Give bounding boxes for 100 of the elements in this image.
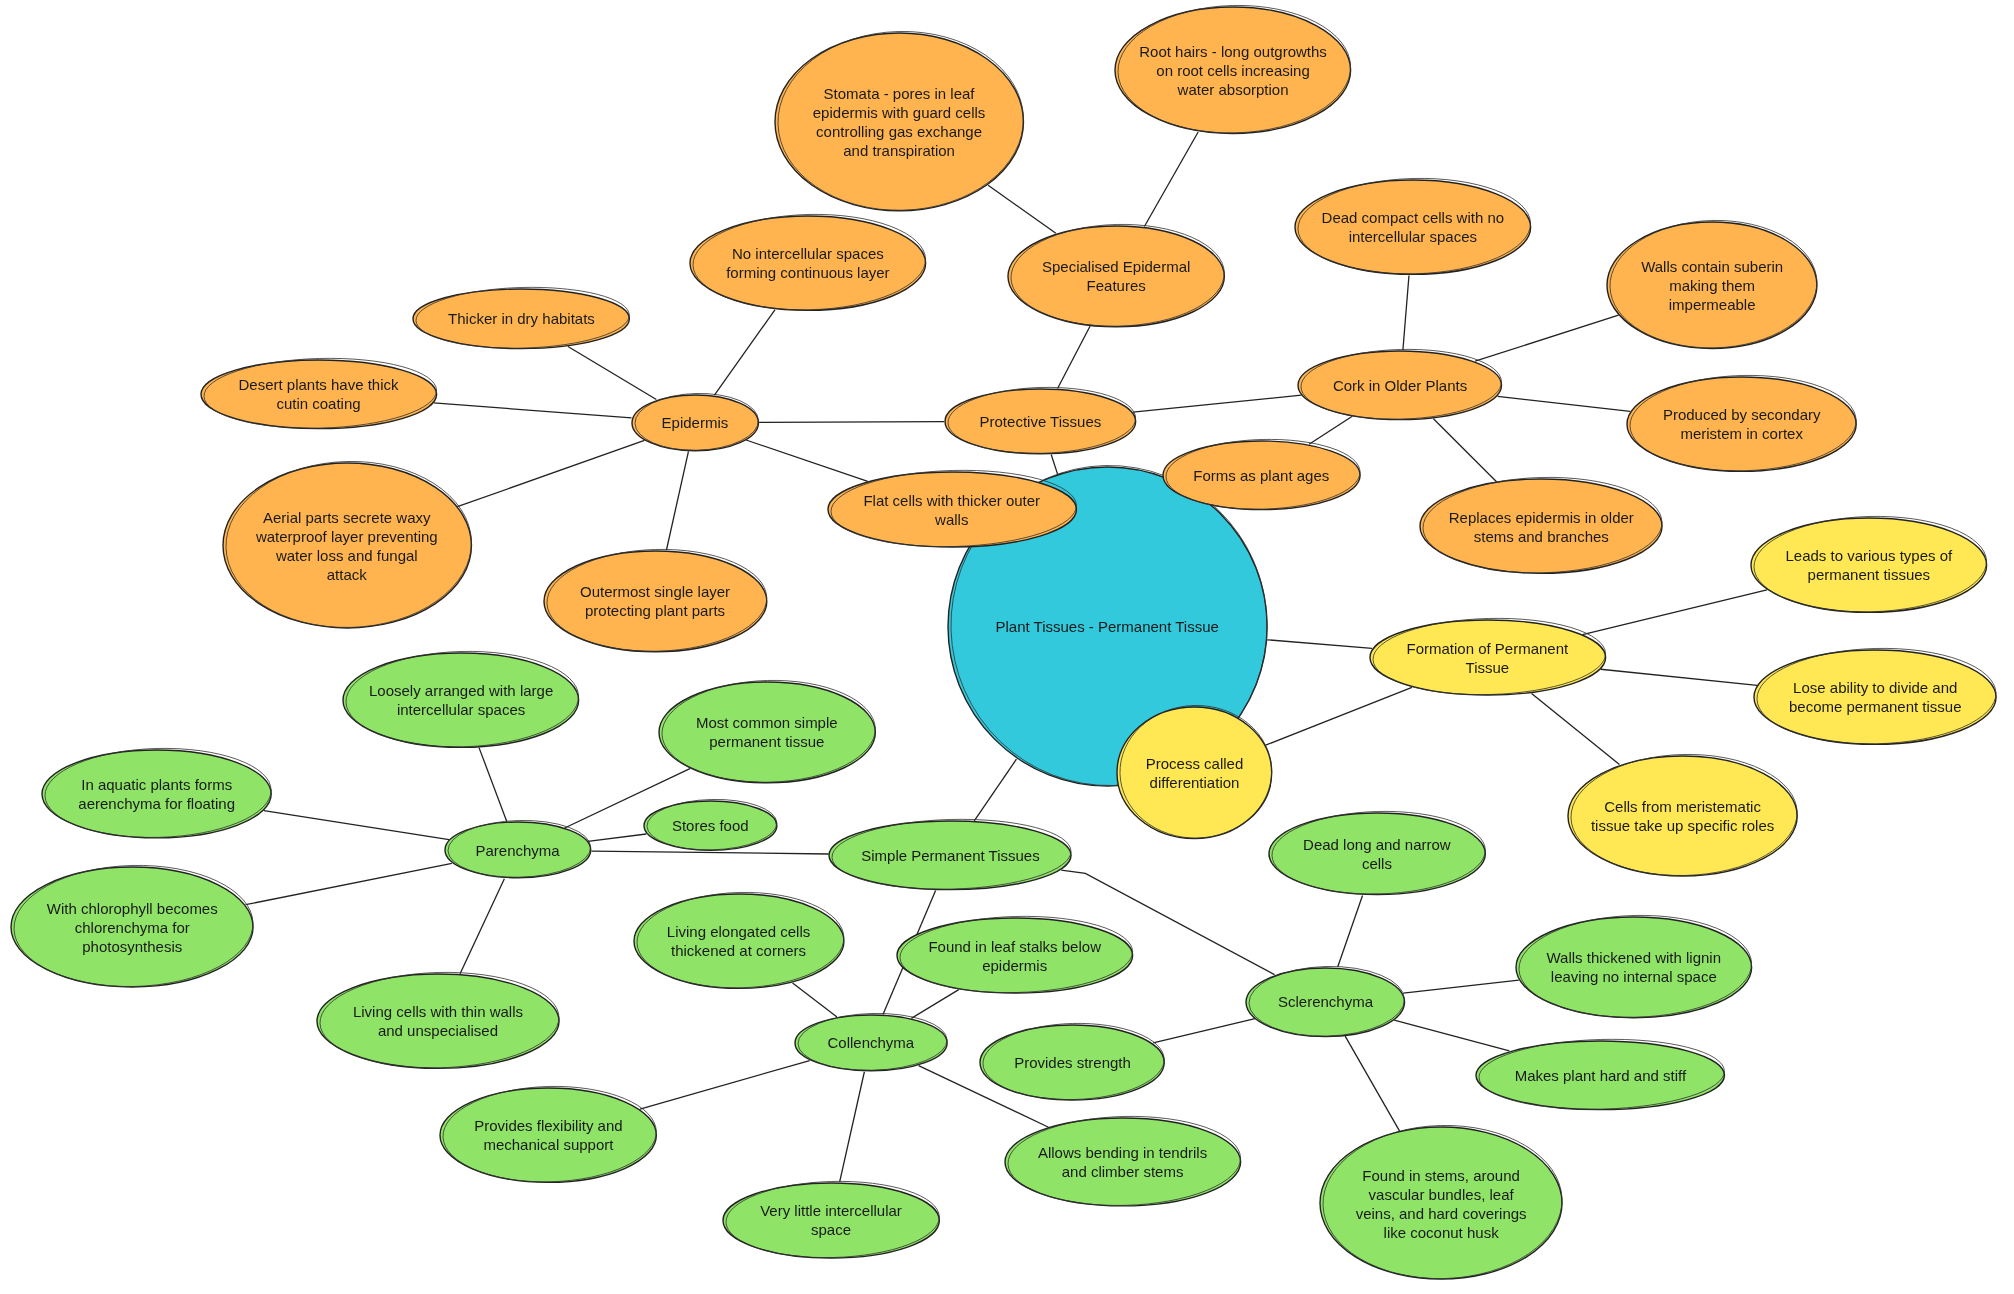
bubble-label: In aquatic plants forms aerenchyma for floating	[77, 774, 237, 813]
connector-line	[1497, 395, 1631, 412]
bubble-label: Leads to various types of permanent tissues	[1784, 546, 1954, 585]
bubble-label: Sclerenchyma	[1278, 992, 1374, 1012]
topic-bubble	[1515, 915, 1753, 1019]
bubble-label: Parenchyma	[475, 840, 560, 860]
bubble-label: Process called differentiation	[1144, 754, 1245, 793]
topic-bubble	[828, 820, 1073, 891]
topic-bubble	[1606, 220, 1819, 350]
bubble-label: Aerial parts secrete waxy waterproof layer preventing water loss and fungal attack	[254, 507, 439, 584]
bubble-label: Makes plant hard and stiff	[1514, 1065, 1687, 1085]
topic-bubble	[1475, 1039, 1726, 1111]
topic-bubble	[642, 800, 778, 852]
bubble-label: Epidermis	[661, 413, 729, 433]
bubble-label: Thicker in dry habitats	[448, 309, 595, 328]
connector-line	[839, 1071, 866, 1183]
connector-line	[791, 982, 838, 1018]
topic-bubble	[944, 387, 1137, 455]
bubble-label: Very little intercellular space	[759, 1201, 903, 1240]
bubble-label: Living elongated cells thickened at corners	[665, 922, 812, 961]
topic-bubble	[1567, 754, 1799, 877]
bubble-label: Cork in Older Plants	[1332, 375, 1468, 395]
topic-bubble	[315, 972, 560, 1070]
topic-bubble	[632, 893, 845, 990]
bubble-label: Plant Tissues - Permanent Tissue	[995, 617, 1219, 637]
bubble-label: Simple Permanent Tissues	[861, 845, 1040, 865]
bubble-label: Root hairs - long outgrowths on root cells increasing water absorption	[1138, 42, 1328, 100]
topic-bubble	[895, 917, 1134, 995]
connector-line	[478, 747, 508, 823]
bubble-label: Collenchyma	[827, 1033, 915, 1053]
topic-bubble	[1297, 350, 1503, 421]
topic-bubble	[542, 549, 768, 653]
topic-bubble	[657, 680, 876, 784]
bubble-label: Stores food	[671, 816, 749, 836]
connector-line	[263, 809, 450, 841]
connector-line	[564, 767, 691, 829]
connector-line	[910, 988, 960, 1020]
bubble-label: Flat cells with thicker outer walls	[862, 490, 1042, 529]
bubble-label: Stomata - pores in leaf epidermis with guard cells controlling gas exchange and transpiration	[811, 84, 987, 160]
bubble-label: Produced by secondary meristem in cortex	[1661, 404, 1822, 443]
connector-line	[1344, 1035, 1401, 1132]
topic-bubble	[1294, 179, 1532, 276]
topic-bubble	[1750, 517, 1988, 614]
topic-bubble	[412, 287, 631, 350]
bubble-label: Walls thickened with lignin leaving no internal space	[1545, 948, 1723, 987]
connector-line	[1432, 418, 1498, 483]
bubble-label: Lose ability to divide and become permanent tissue	[1787, 678, 1963, 717]
topic-bubble	[221, 462, 472, 630]
connector-line	[590, 850, 830, 855]
bubble-label: Outermost single layer protecting plant parts	[579, 582, 732, 621]
bubble-label: Loosely arranged with large intercellular spaces	[367, 681, 555, 719]
connector-line	[1265, 686, 1413, 746]
topic-bubble	[1161, 439, 1361, 511]
bubble-label: Provides strength	[1014, 1052, 1131, 1072]
connector-line	[1581, 589, 1768, 636]
topic-bubble	[630, 393, 760, 452]
bubble-label: Living cells with thin walls and unspecialised	[351, 1002, 524, 1041]
bubble-label: Replaces epidermis in older stems and branches	[1447, 507, 1635, 546]
connector-line	[918, 1065, 1050, 1128]
topic-bubble	[1319, 1126, 1564, 1281]
bubble-label: With chlorophyll becomes chlorenchyma for photosynthesis	[45, 898, 219, 956]
connector-line	[1050, 453, 1059, 475]
connector-line	[987, 184, 1057, 234]
topic-bubble	[1419, 478, 1664, 575]
connector-line	[745, 439, 869, 482]
connector-line	[1530, 692, 1621, 766]
topic-bubble	[439, 1087, 658, 1184]
bubble-label: Provides flexibility and mechanical support	[473, 1116, 624, 1155]
connector-line	[1393, 1019, 1510, 1052]
topic-bubble	[342, 651, 580, 749]
bubble-label: Formation of Permanent Tissue	[1405, 638, 1570, 677]
topic-bubble	[793, 1014, 948, 1072]
connector-line	[1060, 869, 1276, 976]
bubble-label: No intercellular spaces forming continuous layer	[725, 244, 891, 283]
connector-line	[758, 421, 945, 423]
bubble-label: Dead compact cells with no intercellular spaces	[1320, 208, 1506, 247]
topic-bubble	[979, 1023, 1166, 1101]
bubble-label: Desert plants have thick cutin coating	[237, 375, 400, 414]
bubble-label: Found in stems, around vascular bundles, leaf veins, and hard coverings like coconut husk	[1354, 1165, 1528, 1242]
topic-bubble	[10, 866, 255, 989]
topic-bubble	[1245, 966, 1406, 1038]
topic-bubble	[199, 359, 438, 430]
connector-line	[1308, 415, 1353, 445]
connector-line	[1152, 1018, 1256, 1044]
bubble-label: Forms as plant ages	[1193, 465, 1330, 485]
connector-line	[1143, 131, 1199, 228]
connector-line	[713, 308, 776, 396]
connector-line	[433, 402, 633, 419]
bubble-label: Found in leaf stalks below epidermis	[927, 936, 1102, 975]
connector-line	[587, 833, 647, 843]
bubble-label: Walls contain suberin making them impermeable	[1640, 256, 1785, 314]
topic-bubble	[1753, 649, 1998, 746]
bubble-label: Most common simple permanent tissue	[694, 713, 839, 752]
topic-bubble	[443, 821, 592, 880]
topic-bubble	[41, 748, 273, 839]
topic-bubble	[773, 32, 1025, 212]
connector-line	[459, 878, 506, 975]
topic-bubble	[826, 471, 1077, 549]
connector-line	[973, 758, 1018, 822]
topic-bubble	[1626, 375, 1858, 472]
